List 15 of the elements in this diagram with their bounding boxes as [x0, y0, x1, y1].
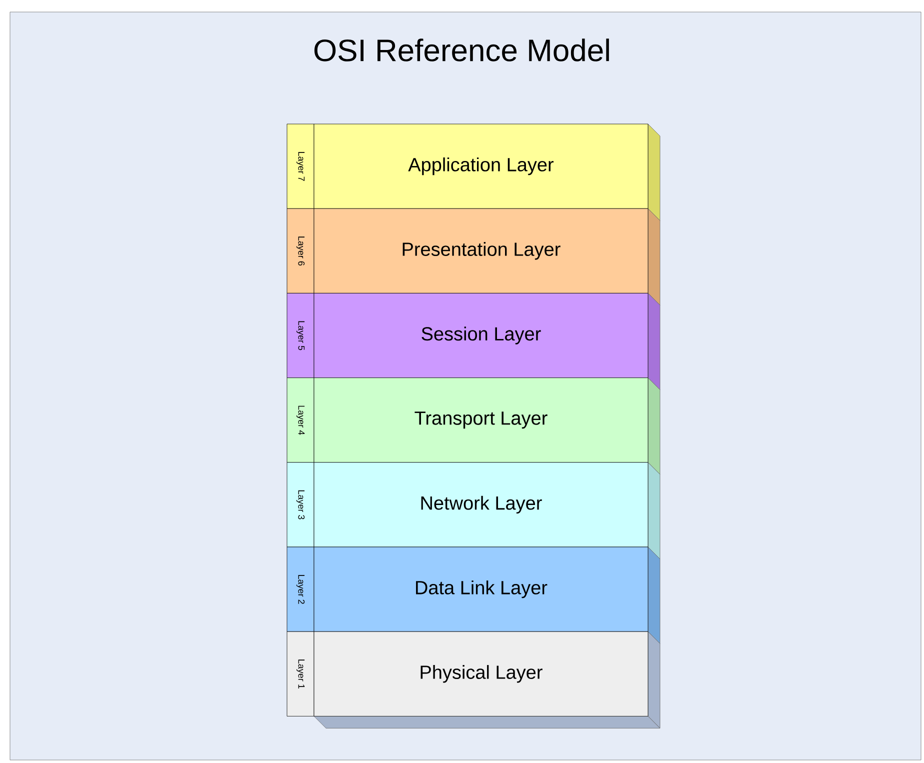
layer-block: Transport Layer [314, 378, 660, 475]
layer-tab: Layer 6 [286, 208, 314, 294]
layer-tab: Layer 7 [286, 124, 314, 209]
layer-block: Physical Layer [314, 631, 660, 728]
layer-tab: Layer 2 [286, 546, 314, 632]
layer-block: Session Layer [314, 293, 660, 390]
layer-block: Application Layer [314, 124, 660, 221]
layer-block: Data Link Layer [314, 546, 660, 644]
layer-tab: Layer 1 [286, 631, 314, 716]
layer-block: Network Layer [314, 462, 660, 560]
title: OSI Reference Model [314, 38, 609, 62]
layer-tab: Layer 3 [286, 462, 314, 548]
layer-tab: Layer 4 [286, 378, 314, 463]
layer-block: Presentation Layer [314, 208, 660, 306]
layer-tab: Layer 5 [286, 293, 314, 378]
